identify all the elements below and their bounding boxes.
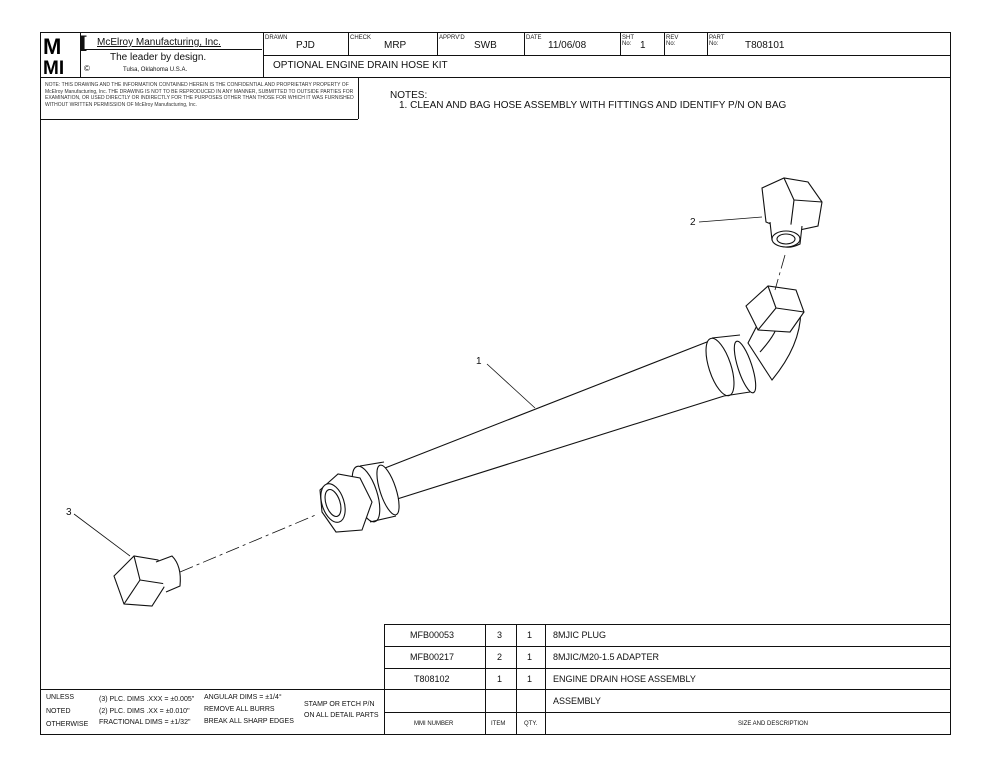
balloon-item-1: 1 xyxy=(476,356,482,367)
rule xyxy=(485,624,486,735)
title-block-bottom-rule xyxy=(40,77,951,78)
copyright-mark: © xyxy=(84,64,90,73)
stamp-note-line-1: STAMP OR ETCH P/N xyxy=(304,701,375,708)
drawing-title: OPTIONAL ENGINE DRAIN HOSE KIT xyxy=(273,60,448,71)
rule xyxy=(524,33,525,55)
bom-header-qty: QTY. xyxy=(524,721,538,727)
drawing-sheet-border xyxy=(40,32,951,735)
check-label: CHECK xyxy=(350,35,372,41)
notes-heading: NOTES: xyxy=(390,90,428,101)
approved-label: APPRV'D xyxy=(439,35,465,41)
tolerance-angular: ANGULAR DIMS = ±1/4° xyxy=(204,694,282,701)
svg-text:MI: MI xyxy=(43,58,64,76)
rule xyxy=(358,77,359,119)
tolerance-3-place: (3) PLC. DIMS .XXX = ±0.005" xyxy=(99,696,195,703)
rule xyxy=(348,33,349,55)
rule xyxy=(82,49,262,50)
company-tagline: The leader by design. xyxy=(110,52,207,63)
bom-header-item: ITEM xyxy=(491,721,506,727)
bom-header-number: MMI NUMBER xyxy=(414,721,454,727)
bom-row-2-number: MFB00217 xyxy=(410,652,455,662)
bom-row-3-qty: 1 xyxy=(527,674,533,684)
bom-row-1-description: 8MJIC PLUG xyxy=(553,630,607,640)
sheet-value: 1 xyxy=(640,40,646,51)
check-value: MRP xyxy=(384,40,407,51)
logo-divider xyxy=(80,33,81,77)
bom-header-description: SIZE AND DESCRIPTION xyxy=(738,721,809,727)
date-value: 11/06/08 xyxy=(548,40,587,51)
confidentiality-note: NOTE: THIS DRAWING AND THE INFORMATION C… xyxy=(45,82,354,108)
rule xyxy=(664,33,665,55)
tolerance-otherwise: OTHERWISE xyxy=(46,721,89,728)
svg-text:M: M xyxy=(43,34,61,59)
rule xyxy=(620,33,621,55)
tolerance-noted: NOTED xyxy=(46,708,71,715)
bom-row-1-qty: 1 xyxy=(527,630,533,640)
rule xyxy=(40,689,951,690)
stamp-note-line-2: ON ALL DETAIL PARTS xyxy=(304,712,379,719)
company-location: Tulsa, Oklahoma U.S.A. xyxy=(123,67,188,73)
tolerance-unless: UNLESS xyxy=(46,694,75,701)
rule xyxy=(437,33,438,55)
tolerance-2-place: (2) PLC. DIMS .XX = ±0.010" xyxy=(99,708,190,715)
bom-row-2-qty: 1 xyxy=(527,652,533,662)
sharp-edges-note: BREAK ALL SHARP EDGES xyxy=(204,718,294,725)
bom-row-2-description: 8MJIC/M20-1.5 ADAPTER xyxy=(553,652,660,662)
tolerance-fractional: FRACTIONAL DIMS = ±1/32" xyxy=(99,719,191,726)
rule xyxy=(545,624,546,735)
bom-row-2-item: 2 xyxy=(497,652,503,662)
bom-row-3-description: ENGINE DRAIN HOSE ASSEMBLY xyxy=(553,674,696,684)
approved-value: SWB xyxy=(474,40,497,51)
balloon-item-3: 3 xyxy=(66,507,72,518)
mmi-logo-mark: M MI xyxy=(42,34,80,76)
remove-burrs-note: REMOVE ALL BURRS xyxy=(204,706,275,713)
rule xyxy=(707,33,708,55)
rule xyxy=(516,624,517,735)
bom-row-1-item: 3 xyxy=(497,630,503,640)
part-label: PART No: xyxy=(709,35,725,47)
sheet-label: SHT No: xyxy=(622,35,634,47)
company-name: McElroy Manufacturing, Inc. xyxy=(97,37,221,48)
part-number-value: T808101 xyxy=(745,40,785,51)
rule xyxy=(384,668,951,669)
bom-row-1-number: MFB00053 xyxy=(410,630,455,640)
rule xyxy=(263,55,951,56)
rev-label: REV No: xyxy=(666,35,679,47)
balloon-item-2: 2 xyxy=(690,217,696,228)
drawn-value: PJD xyxy=(296,40,315,51)
bom-row-4-description: ASSEMBLY xyxy=(553,696,601,706)
date-label: DATE xyxy=(526,35,542,41)
drawn-label: DRAWN xyxy=(265,35,288,41)
rule xyxy=(384,624,385,735)
rule xyxy=(384,712,951,713)
rule xyxy=(40,119,358,120)
bom-row-3-item: 1 xyxy=(497,674,503,684)
note-item: 1. CLEAN AND BAG HOSE ASSEMBLY WITH FITT… xyxy=(399,100,787,111)
rule xyxy=(384,646,951,647)
rule xyxy=(384,624,951,625)
bom-row-3-number: T808102 xyxy=(414,674,450,684)
